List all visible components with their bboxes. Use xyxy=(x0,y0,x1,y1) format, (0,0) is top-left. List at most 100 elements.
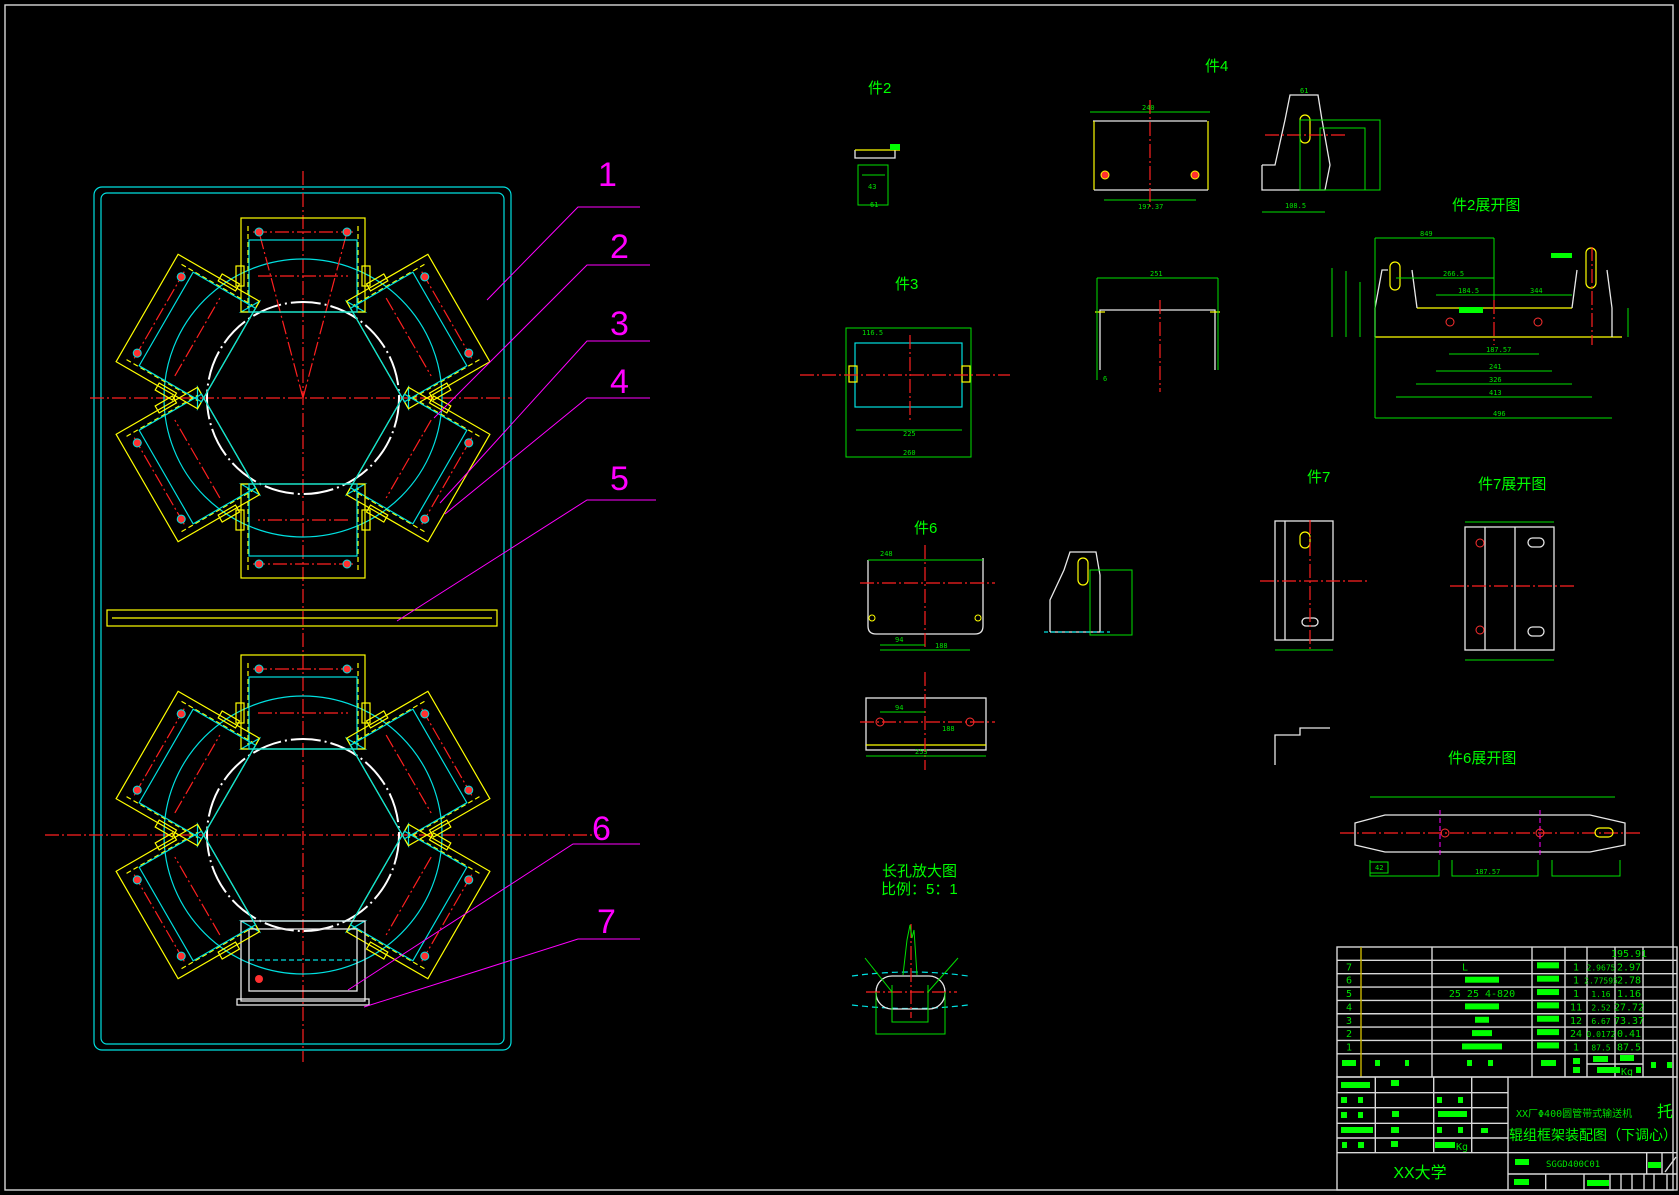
bom-total-weight: 87.5 xyxy=(1617,1042,1641,1053)
bom-item-name: 25 25 4-820 xyxy=(1449,989,1515,1000)
svg-text:413: 413 xyxy=(1489,389,1502,397)
bom-item-number: 6 xyxy=(1346,976,1352,987)
crossbar-part5 xyxy=(106,609,498,627)
part6-flat-view xyxy=(1340,796,1640,877)
bom-kg-label: Kg xyxy=(1621,1067,1633,1078)
bom-material-block xyxy=(1537,975,1559,982)
sheet-border xyxy=(4,4,1674,1191)
svg-text:241: 241 xyxy=(1489,363,1502,371)
bom-total-weight: 195.91 xyxy=(1611,949,1647,960)
bom-name-block xyxy=(1465,1003,1499,1010)
part4-views xyxy=(1090,94,1381,213)
part3-view xyxy=(800,327,1010,458)
title-part2: 件2 xyxy=(868,80,891,97)
belt-inner-circle xyxy=(206,301,400,495)
svg-text:61: 61 xyxy=(870,201,878,209)
adjusting-plate-view xyxy=(1044,551,1133,636)
bom-total-weight: 0.41 xyxy=(1617,1029,1641,1040)
lower-idler-group xyxy=(113,654,493,1006)
title-block: Kg XX厂Φ400圆管带式输送机 托 辊组框架装配图（下调心） SGGD400… xyxy=(1336,1076,1678,1191)
svg-text:187.57: 187.57 xyxy=(1486,346,1511,354)
svg-text:116.5: 116.5 xyxy=(862,329,883,337)
bom-material-block xyxy=(1537,962,1559,969)
outer-frame xyxy=(93,186,512,1051)
title-part7-flat: 件7展开图 xyxy=(1478,476,1546,493)
bom-name-block xyxy=(1475,1016,1489,1023)
svg-text:344: 344 xyxy=(1530,287,1543,295)
svg-text:266.5: 266.5 xyxy=(1443,270,1464,278)
svg-text:496: 496 xyxy=(1493,410,1506,418)
slot-detail-view xyxy=(851,924,969,1035)
part7-section xyxy=(1274,727,1330,765)
bom-quantity: 24 xyxy=(1570,1029,1582,1040)
title-part3: 件3 xyxy=(895,276,918,293)
callout-5: 5 xyxy=(610,460,629,498)
svg-text:253: 253 xyxy=(915,748,928,756)
bom-material-block xyxy=(1537,1042,1559,1049)
title-part6-flat: 件6展开图 xyxy=(1448,750,1516,767)
bom-name-block xyxy=(1465,976,1499,983)
title-prefix: 托 xyxy=(1657,1103,1673,1121)
project-name: XX厂Φ400圆管带式输送机 xyxy=(1516,1107,1632,1120)
svg-text:6: 6 xyxy=(1103,375,1107,383)
bom-total-weight: 1.16 xyxy=(1617,989,1641,1000)
bom-unit-weight: 1.16 xyxy=(1591,990,1610,999)
kg-label: Kg xyxy=(1456,1142,1468,1153)
bom-name-block xyxy=(1462,1043,1502,1050)
svg-text:94: 94 xyxy=(895,704,903,712)
frame-assembly-view xyxy=(45,171,600,1062)
bom-item-number: 7 xyxy=(1346,962,1352,973)
bom-material-block xyxy=(1537,1029,1559,1036)
bom-item-number: 5 xyxy=(1346,989,1352,1000)
upper-idler-group xyxy=(113,217,493,579)
bom-unit-weight: 0.0172 xyxy=(1587,1030,1616,1039)
bom-unit-weight: 2.9675 xyxy=(1587,963,1616,972)
svg-text:187.57: 187.57 xyxy=(1475,868,1500,876)
title-part4: 件4 xyxy=(1205,58,1228,75)
drawing-title: 辊组框架装配图（下调心） xyxy=(1509,1127,1677,1143)
school-name: XX大学 xyxy=(1393,1164,1446,1182)
bom-material-block xyxy=(1537,1015,1559,1022)
bom-item-number: 4 xyxy=(1346,1002,1352,1013)
bom-item-number: 1 xyxy=(1346,1042,1352,1053)
svg-text:849: 849 xyxy=(1420,230,1433,238)
bom-material-block xyxy=(1537,989,1559,996)
svg-text:197.37: 197.37 xyxy=(1138,203,1163,211)
belt-outer-circle xyxy=(163,258,443,538)
title-part7: 件7 xyxy=(1307,469,1330,486)
svg-text:184.5: 184.5 xyxy=(1458,287,1479,295)
bom-quantity: 12 xyxy=(1570,1016,1582,1027)
drawing-code: SGGD400C01 xyxy=(1546,1160,1600,1170)
bom-quantity: 1 xyxy=(1573,976,1579,987)
bom-item-number: 2 xyxy=(1346,1029,1352,1040)
bom-material-block xyxy=(1537,1002,1559,1009)
svg-text:43: 43 xyxy=(868,183,876,191)
callout-7: 7 xyxy=(597,903,616,941)
svg-text:108.5: 108.5 xyxy=(1285,202,1306,210)
view-titles: 件2 件4 件3 件2展开图 件6 件7 件7展开图 件6展开图 长孔放大图 比… xyxy=(868,58,1546,898)
bom-total-weight: 2.78 xyxy=(1617,976,1641,987)
bom-quantity: 1 xyxy=(1573,989,1579,1000)
callout-2: 2 xyxy=(610,228,629,266)
svg-text:94: 94 xyxy=(895,636,903,644)
bom-row: 5 25 25 4-820 1 1.16 1.16 xyxy=(1346,989,1641,1000)
callout-1: 1 xyxy=(598,156,617,194)
bom-item-name: L xyxy=(1462,962,1468,973)
bom-quantity: 1 xyxy=(1573,962,1579,973)
callout-6: 6 xyxy=(592,810,611,848)
bom-item-number: 3 xyxy=(1346,1016,1352,1027)
svg-text:251: 251 xyxy=(1150,270,1163,278)
svg-text:326: 326 xyxy=(1489,376,1502,384)
part2-view xyxy=(854,144,900,206)
title-slot-detail: 长孔放大图 xyxy=(882,863,957,880)
svg-text:240: 240 xyxy=(1142,104,1155,112)
bom-total-weight: 73.37 xyxy=(1614,1016,1644,1027)
part2-flat-view xyxy=(1331,237,1629,419)
dimension-labels: 240 197.37 251 6 116.5 225 260 248 94 18… xyxy=(862,87,1543,876)
